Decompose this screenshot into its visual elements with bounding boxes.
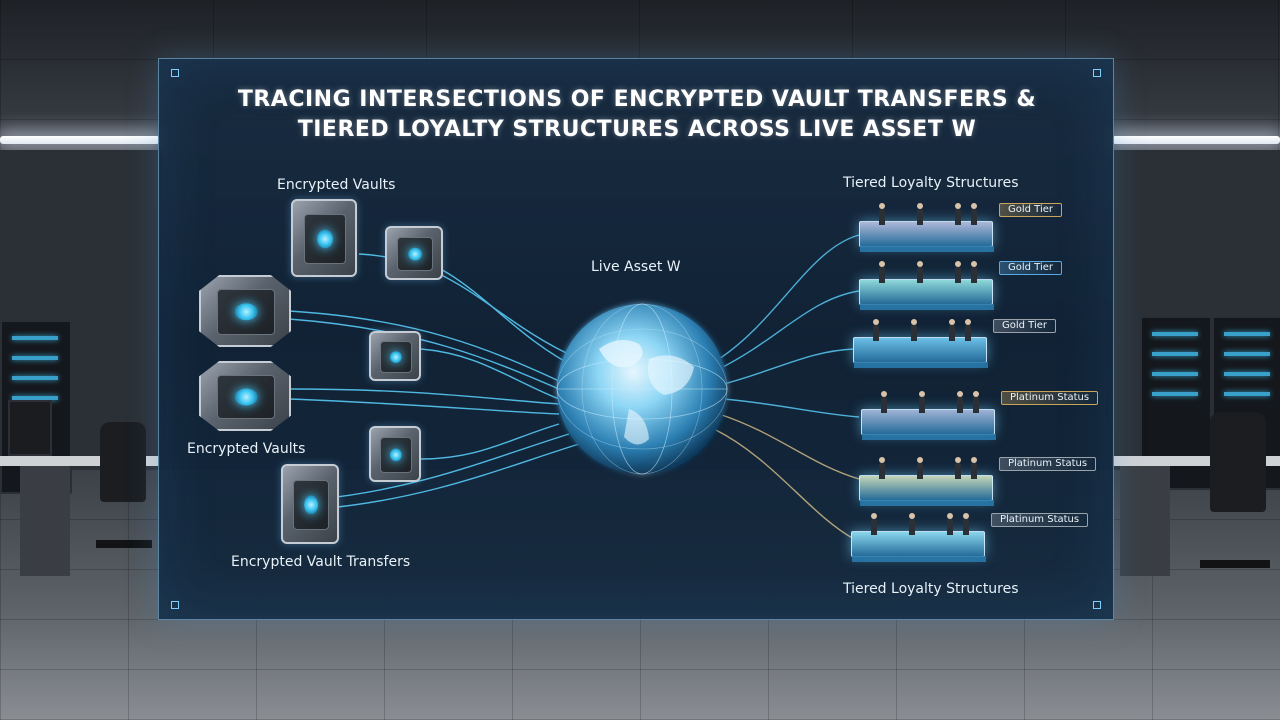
desk-left [0,456,160,466]
person-icon [917,457,923,479]
tier-tag: Platinum Status [1001,391,1099,405]
person-icon [971,261,977,283]
tier-platform-edge [860,500,994,506]
person-icon [971,457,977,479]
person-icon [879,203,885,225]
diagram-title-line2: TIERED LOYALTY STRUCTURES ACROSS LIVE AS… [297,117,977,142]
chair-right [1210,412,1266,512]
desk-left-leg [20,466,70,576]
vault-block-5 [199,361,291,431]
tier-platform-edge [862,434,996,440]
desk-right-leg [1120,466,1170,576]
corner-marker-tr [1093,69,1101,77]
tier-tag: Gold Tier [999,203,1063,217]
ceiling-light-left [0,136,160,144]
label-encrypted-vaults-top: Encrypted Vaults [277,177,396,193]
ceiling-light-right [1112,136,1280,144]
flow-line-vault-3 [288,310,560,382]
tier-platform-edge [852,556,986,562]
flow-line-vault-10 [318,443,580,510]
person-icon [949,319,955,341]
globe-icon [556,303,728,475]
tier-tag: Gold Tier [993,319,1057,333]
label-tiered-loyalty-top: Tiered Loyalty Structures [843,175,1019,191]
tier-tag: Gold Tier [999,261,1063,275]
loyalty-flow-lines [718,234,860,418]
tier-platform [859,475,994,506]
tier-platform [859,279,994,310]
flow-line-vault-6 [288,388,560,405]
padlock-vault-icon [408,247,422,261]
padlock-vault-icon [389,351,403,363]
vault-flow-lines [288,250,580,510]
flow-line-vault-5 [420,348,560,400]
tier-platform [861,409,996,440]
person-icon [881,391,887,413]
flow-line-tier-3 [723,348,855,385]
vault-block-3 [199,275,291,347]
flow-line-vault-8 [420,423,560,460]
label-encrypted-vault-transfers: Encrypted Vault Transfers [231,554,411,570]
flow-line-tier-4 [723,398,860,418]
padlock-vault-icon [389,448,403,462]
label-encrypted-vaults-mid: Encrypted Vaults [187,441,306,457]
person-icon [919,391,925,413]
vault-block-6 [369,426,421,482]
chair-right-base [1200,560,1270,568]
person-icon [947,513,953,535]
tier-platform-edge [854,362,988,368]
person-icon [871,513,877,535]
label-tiered-loyalty-bottom: Tiered Loyalty Structures [843,581,1019,597]
tier-platform [851,531,986,562]
person-icon [917,203,923,225]
gold-flow-lines [713,413,860,540]
padlock-vault-icon [234,388,258,406]
person-icon [965,319,971,341]
corner-marker-br [1093,601,1101,609]
padlock-vault-icon [234,303,258,321]
flow-line-vault-4 [288,318,560,390]
tier-tag: Platinum Status [999,457,1097,471]
corner-marker-tl [171,69,179,77]
person-icon [957,391,963,413]
flow-line-tier-6 [713,428,855,540]
diagram-title-line1: TRACING INTERSECTIONS OF ENCRYPTED VAULT… [237,87,1037,112]
person-icon [879,261,885,283]
vault-block-4 [369,331,421,381]
corner-marker-bl [171,601,179,609]
person-icon [917,261,923,283]
person-icon [963,513,969,535]
flow-line-vault-9 [318,433,570,500]
padlock-vault-icon [317,229,333,249]
tier-platform [853,337,988,368]
vault-block-7 [281,464,339,544]
flow-line-vault-7 [288,398,560,415]
vault-block-2 [385,226,443,280]
label-live-asset-w: Live Asset W [591,259,681,275]
person-icon [909,513,915,535]
tier-platform [859,221,994,252]
person-icon [873,319,879,341]
flow-line-tier-1 [718,234,860,360]
person-icon [973,391,979,413]
person-icon [971,203,977,225]
tier-platform-edge [860,304,994,310]
person-icon [955,457,961,479]
hologram-panel: TRACING INTERSECTIONS OF ENCRYPTED VAULT… [158,58,1114,620]
vault-block-1 [291,199,357,277]
person-icon [911,319,917,341]
tier-tag: Platinum Status [991,513,1089,527]
flow-diagram [288,234,860,540]
desk-right [1112,456,1280,466]
padlock-vault-icon [304,495,318,515]
flow-line-tier-5 [718,413,860,480]
flow-line-tier-2 [718,290,860,370]
person-icon [879,457,885,479]
tier-platform-edge [860,246,994,252]
person-icon [955,261,961,283]
chair-left-base [96,540,152,548]
chair-left [100,422,146,502]
person-icon [955,203,961,225]
monitor-left [8,400,52,456]
